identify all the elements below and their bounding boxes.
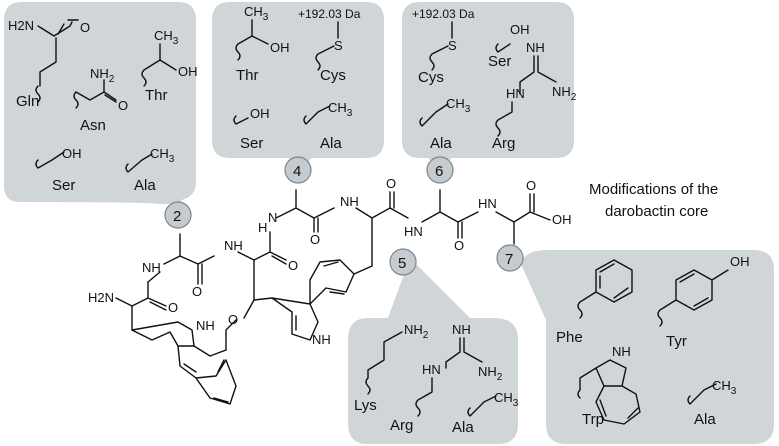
svg-text:NH: NH	[526, 40, 545, 55]
svg-text:N: N	[268, 210, 277, 225]
svg-text:O: O	[386, 176, 396, 191]
svg-text:CH3: CH3	[154, 28, 179, 47]
svg-text:Ala: Ala	[694, 411, 716, 428]
svg-text:NH: NH	[340, 194, 359, 209]
svg-text:NH: NH	[196, 318, 215, 333]
svg-text:O: O	[454, 238, 464, 253]
svg-text:OH: OH	[270, 40, 290, 55]
svg-text:Ser: Ser	[240, 135, 263, 152]
svg-text:Thr: Thr	[145, 87, 168, 104]
svg-text:Ser: Ser	[52, 177, 75, 194]
svg-text:Asn: Asn	[80, 117, 106, 134]
svg-text:Trp: Trp	[582, 411, 604, 428]
position-label-7: 7	[505, 251, 513, 268]
svg-text:OH: OH	[552, 212, 572, 227]
svg-text:NH: NH	[612, 344, 631, 359]
svg-text:HN: HN	[422, 362, 441, 377]
svg-text:O: O	[228, 312, 238, 327]
position-circle-7	[496, 244, 524, 272]
panel-4	[212, 2, 384, 168]
svg-text:CH3: CH3	[712, 378, 737, 397]
panel-4-structures: CH3 OH Thr +192.03 Da S Cys OH Ser CH3 A…	[233, 4, 361, 152]
panel-5	[348, 258, 518, 444]
svg-text:S: S	[334, 38, 343, 53]
svg-text:CH3: CH3	[446, 96, 471, 115]
svg-text:NH: NH	[224, 238, 243, 253]
svg-text:Ser: Ser	[488, 53, 511, 70]
svg-text:H2N: H2N	[88, 290, 114, 305]
svg-text:HN: HN	[506, 86, 525, 101]
svg-text:+192.03 Da: +192.03 Da	[298, 7, 361, 21]
svg-text:Gln: Gln	[16, 93, 39, 110]
svg-text:NH: NH	[452, 322, 471, 337]
svg-text:NH2: NH2	[404, 322, 429, 341]
svg-text:NH: NH	[142, 260, 161, 275]
position-label-2: 2	[173, 208, 181, 225]
svg-text:NH2: NH2	[552, 84, 577, 103]
svg-text:Cys: Cys	[320, 67, 346, 84]
svg-text:HN: HN	[404, 224, 423, 239]
position-label-5: 5	[398, 255, 406, 272]
svg-text:Arg: Arg	[390, 417, 413, 434]
panel-7-structures: Phe OH Tyr NH Trp CH3 Ala	[556, 254, 750, 428]
svg-text:Cys: Cys	[418, 69, 444, 86]
svg-text:Thr: Thr	[236, 67, 259, 84]
svg-text:+192.03 Da: +192.03 Da	[412, 7, 475, 21]
svg-text:OH: OH	[178, 64, 198, 79]
svg-text:OH: OH	[250, 106, 270, 121]
svg-text:Ala: Ala	[134, 177, 156, 194]
panel-6-structures: +192.03 Da S Cys OH Ser NH NH2 HN Arg CH…	[412, 7, 577, 152]
svg-text:NH: NH	[312, 332, 331, 347]
svg-text:OH: OH	[510, 22, 530, 37]
svg-text:O: O	[288, 258, 298, 273]
svg-text:O: O	[526, 178, 536, 193]
svg-text:OH: OH	[730, 254, 750, 269]
svg-text:O: O	[118, 98, 128, 113]
position-label-6: 6	[435, 163, 443, 180]
position-label-4: 4	[293, 163, 301, 180]
position-circle-4	[284, 156, 312, 184]
svg-text:NH2: NH2	[478, 364, 503, 383]
svg-text:Ala: Ala	[320, 135, 342, 152]
svg-text:S: S	[448, 38, 457, 53]
svg-text:CH3: CH3	[244, 4, 269, 23]
svg-text:Ala: Ala	[452, 419, 474, 436]
position-circle-6	[426, 156, 454, 184]
panel-7	[520, 250, 774, 444]
darobactin-core: H2N O NH O NH O H N O NH O HN O HN O OH …	[88, 176, 572, 405]
position-circle-2	[164, 201, 192, 229]
position-circle-5	[389, 248, 417, 276]
svg-text:O: O	[310, 232, 320, 247]
svg-text:O: O	[192, 284, 202, 299]
panel-2-structures: H2N O Gln NH2 O Asn CH3 OH Thr OH Ser CH…	[8, 18, 198, 194]
svg-text:NH2: NH2	[90, 66, 115, 85]
svg-text:OH: OH	[62, 146, 82, 161]
title-line-2: darobactin core	[605, 203, 708, 220]
panel-5-structures: NH2 Lys NH NH2 HN Arg CH3 Ala	[354, 322, 519, 436]
panel-6	[402, 2, 574, 168]
svg-text:Ala: Ala	[430, 135, 452, 152]
panel-2	[4, 2, 196, 204]
svg-text:H: H	[258, 220, 267, 235]
svg-text:HN: HN	[478, 196, 497, 211]
svg-text:Phe: Phe	[556, 329, 583, 346]
svg-text:CH3: CH3	[494, 390, 519, 409]
svg-text:Tyr: Tyr	[666, 333, 687, 350]
svg-text:CH3: CH3	[328, 100, 353, 119]
svg-text:O: O	[168, 300, 178, 315]
svg-text:CH3: CH3	[150, 146, 175, 165]
svg-text:Arg: Arg	[492, 135, 515, 152]
svg-text:O: O	[80, 20, 90, 35]
svg-text:Lys: Lys	[354, 397, 377, 414]
svg-text:H2N: H2N	[8, 18, 34, 33]
title-line-1: Modifications of the	[589, 181, 718, 198]
